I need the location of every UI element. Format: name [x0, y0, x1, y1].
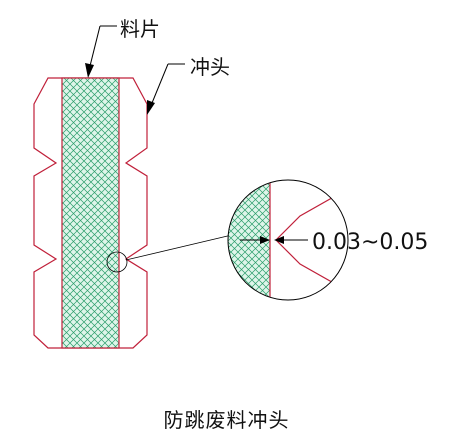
callout-circle: [106, 251, 128, 273]
punch-leader: [147, 63, 185, 115]
arrow-down-icon: [85, 63, 94, 78]
arrow-left-icon: [274, 236, 284, 244]
material-strip: [61, 77, 120, 349]
arrow-down-icon: [147, 100, 155, 115]
detail-circle: [227, 179, 349, 301]
punch-label: 冲头: [190, 55, 230, 79]
clearance-label: 0.03~0.05: [312, 230, 428, 255]
material-strip-label: 料片: [120, 17, 160, 41]
material-strip-leader: [85, 25, 117, 78]
punch-outline: [33, 77, 148, 349]
detail-leader-line: [125, 233, 237, 261]
arrow-right-icon: [260, 236, 270, 244]
clearance-dimension: [240, 236, 308, 244]
diagram-caption: 防跳废料冲头: [163, 408, 290, 432]
